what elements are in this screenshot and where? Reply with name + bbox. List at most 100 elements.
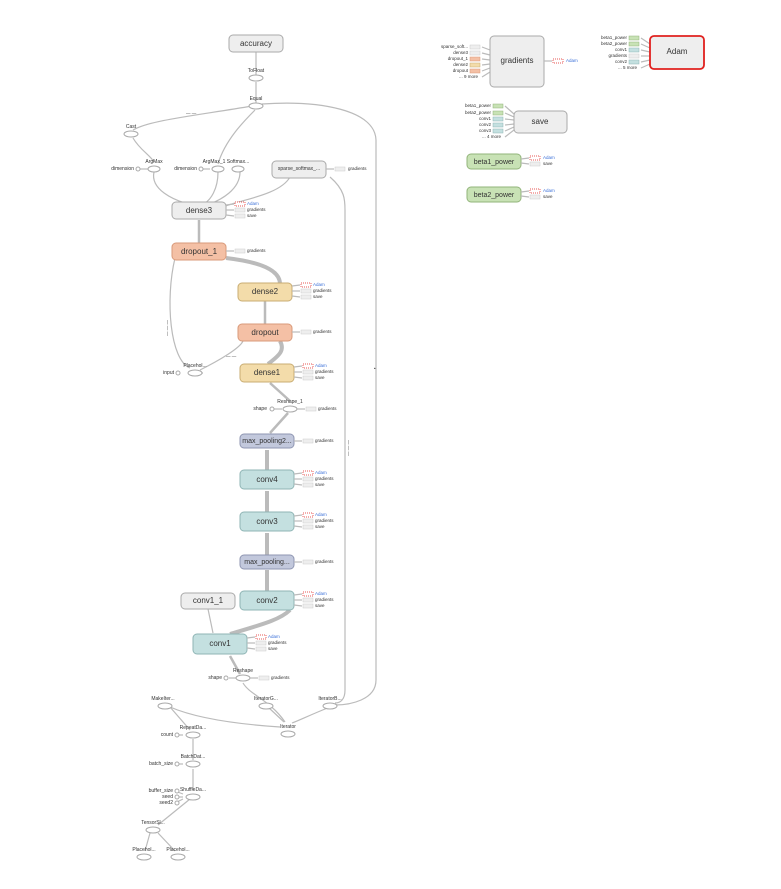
node-dropout-1[interactable]: dropout_1 — [171, 242, 227, 261]
node-dimension[interactable]: dimension — [111, 166, 141, 172]
svg-text:seed2: seed2 — [159, 800, 173, 806]
node-shuffle-dataset[interactable]: ShuffleDa... — [180, 787, 206, 801]
svg-text:save: save — [543, 161, 553, 166]
svg-text:BatchDat...: BatchDat... — [181, 754, 206, 760]
svg-text:Iterator: Iterator — [280, 724, 296, 730]
node-cast[interactable]: Cast — [123, 124, 139, 138]
svg-text:Reshape: Reshape — [233, 668, 253, 674]
svg-text:MakeIter...: MakeIter... — [151, 696, 174, 702]
svg-text:beta2_power: beta2_power — [601, 41, 628, 46]
node-count[interactable]: count — [161, 732, 180, 738]
dense3-aux: Adam gradients save — [225, 201, 266, 219]
node-iterator-getnext[interactable]: IteratorG... — [254, 696, 278, 710]
node-dense3[interactable]: dense3 — [171, 201, 227, 220]
svg-text:Placehol...: Placehol... — [166, 847, 189, 853]
node-sparse-softmax[interactable]: sparse_softmax_... gradients — [271, 160, 367, 179]
svg-text:— — —: — — — — [165, 320, 170, 337]
svg-text:beta1_power: beta1_power — [465, 103, 492, 108]
svg-text:conv3: conv3 — [256, 517, 278, 526]
svg-text:Adam: Adam — [315, 363, 327, 368]
reshape-aux: gradients — [250, 675, 290, 681]
svg-text:sparse_softmax_...: sparse_softmax_... — [278, 166, 320, 172]
beta2-aux: Adam save — [520, 188, 555, 200]
svg-text:Adam: Adam — [543, 188, 555, 193]
node-argmax[interactable]: ArgMax — [145, 159, 163, 173]
node-batch-size[interactable]: batch_size — [149, 761, 180, 767]
node-accuracy[interactable]: accuracy — [228, 34, 284, 53]
node-beta2-power[interactable]: beta2_power — [466, 186, 522, 203]
svg-text:ArgMax_1: ArgMax_1 — [203, 159, 226, 165]
node-conv4[interactable]: conv4 — [239, 469, 295, 490]
svg-text:Adam: Adam — [247, 201, 259, 206]
svg-text:— —: — — — [186, 111, 197, 116]
svg-text:accuracy: accuracy — [240, 39, 272, 48]
node-save[interactable]: save — [513, 110, 568, 134]
node-equal[interactable]: Equal — [248, 96, 264, 110]
svg-text:beta1_power: beta1_power — [474, 159, 515, 166]
svg-text:buffer_size: buffer_size — [149, 788, 174, 794]
node-dense2[interactable]: dense2 — [237, 282, 293, 302]
conv3-aux: Adam gradients save — [293, 512, 334, 530]
node-beta1-power[interactable]: beta1_power — [466, 153, 522, 170]
node-argmax1[interactable]: ArgMax_1 — [203, 159, 226, 173]
node-placeholder-2[interactable]: Placehol... — [166, 847, 190, 861]
node-conv2[interactable]: conv2 — [239, 590, 295, 611]
svg-text:conv2: conv2 — [479, 122, 492, 127]
svg-text:Adam: Adam — [268, 634, 280, 639]
svg-text:... 9 more: ... 9 more — [459, 74, 479, 79]
node-makeiter[interactable]: MakeIter... — [151, 696, 175, 710]
node-max-pooling[interactable]: max_pooling... — [239, 554, 295, 570]
node-seed2[interactable]: seed2 — [159, 800, 180, 806]
node-shape2[interactable]: shape — [208, 675, 229, 681]
node-conv1-1[interactable]: conv1_1 — [180, 592, 236, 610]
dropout1-aux: gradients — [226, 248, 266, 254]
node-tensor-slice[interactable]: TensorSl... — [141, 820, 165, 834]
svg-text:dropout: dropout — [453, 68, 469, 73]
svg-text:shape: shape — [253, 406, 267, 412]
svg-text:gradients: gradients — [313, 288, 332, 293]
svg-text:— — —: — — — — [346, 440, 351, 457]
svg-text:— —: — — — [226, 354, 237, 359]
conv1-aux: Adam gradients save — [246, 634, 287, 652]
svg-text:RepeatDa...: RepeatDa... — [180, 725, 207, 731]
svg-text:Adam: Adam — [566, 58, 578, 63]
node-conv3[interactable]: conv3 — [239, 511, 295, 532]
svg-text:Adam: Adam — [543, 155, 555, 160]
node-dense1[interactable]: dense1 — [239, 363, 295, 383]
svg-text:beta1_power: beta1_power — [601, 35, 628, 40]
svg-text:max_pooling2...: max_pooling2... — [242, 438, 291, 445]
node-iterator-b[interactable]: IteratorB... — [318, 696, 342, 710]
svg-text:save: save — [315, 603, 325, 608]
edges — [132, 37, 651, 852]
svg-text:gradients: gradients — [318, 406, 337, 411]
svg-text:sparse_soft...: sparse_soft... — [441, 44, 468, 49]
svg-text:input: input — [163, 370, 174, 376]
node-dimension2[interactable]: dimension — [174, 166, 204, 172]
node-input[interactable]: input — [163, 370, 181, 376]
svg-text:conv4: conv4 — [256, 475, 278, 484]
node-gradients[interactable]: gradients — [489, 35, 545, 88]
node-shape[interactable]: shape — [253, 406, 275, 412]
svg-text:Cast: Cast — [126, 124, 137, 130]
svg-text:ShuffleDa...: ShuffleDa... — [180, 787, 206, 793]
node-repeat-dataset[interactable]: RepeatDa... — [180, 725, 207, 739]
node-adam[interactable]: Adam — [649, 35, 705, 70]
node-placeholder-1[interactable]: Placehol... — [132, 847, 156, 861]
node-reshape[interactable]: Reshape — [233, 668, 253, 682]
node-conv1[interactable]: conv1 — [192, 633, 248, 655]
gradients-inputs: sparse_soft... dense3 dropout_1 dense2 d… — [441, 44, 481, 79]
node-softmax[interactable]: Softmax... — [227, 159, 250, 173]
svg-text:dropout_1: dropout_1 — [181, 247, 218, 256]
node-placeholder[interactable]: Placehol... — [183, 363, 207, 377]
node-batch-dataset[interactable]: BatchDat... — [181, 754, 206, 768]
node-dropout[interactable]: dropout — [237, 323, 293, 342]
node-seed[interactable]: seed — [162, 794, 180, 800]
svg-text:•: • — [374, 366, 376, 371]
svg-text:save: save — [532, 117, 549, 126]
node-buffer-size[interactable]: buffer_size — [149, 788, 180, 794]
svg-text:Equal: Equal — [250, 96, 263, 102]
node-reshape-1[interactable]: Reshape_1 — [277, 399, 303, 413]
node-tofloat[interactable]: ToFloat — [248, 68, 265, 82]
node-iterator[interactable]: Iterator — [280, 724, 296, 738]
node-max-pooling2[interactable]: max_pooling2... — [239, 433, 295, 449]
